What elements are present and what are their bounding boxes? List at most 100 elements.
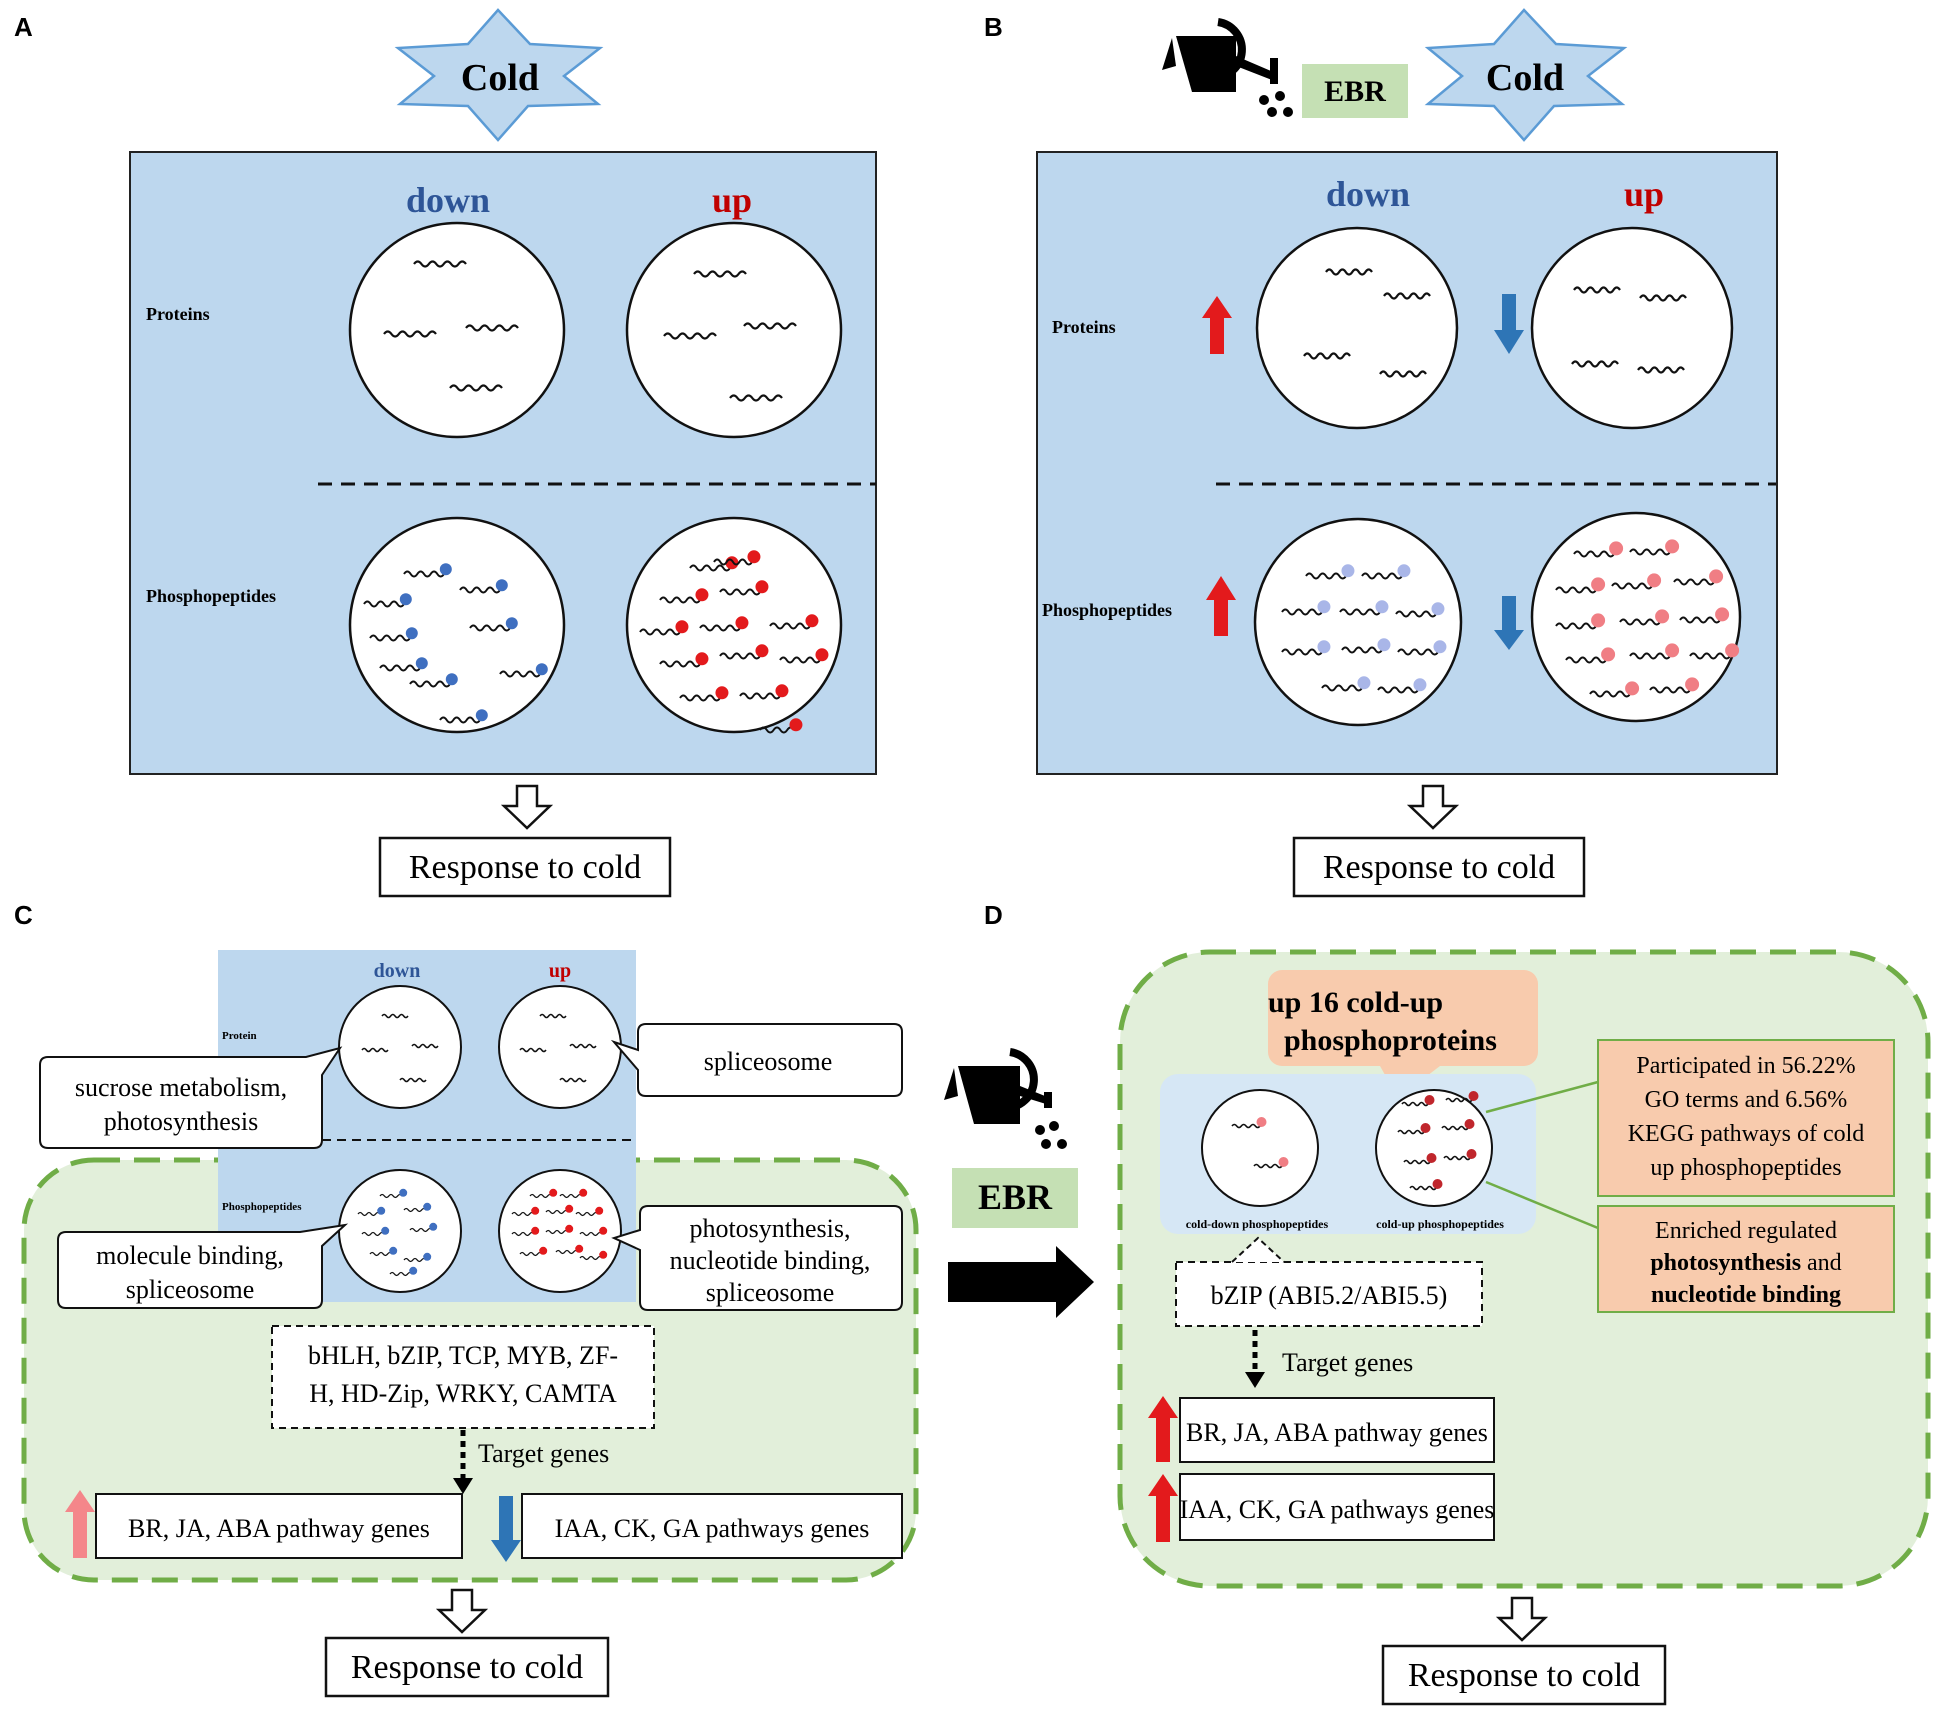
peptide-squiggle — [545, 1209, 569, 1215]
tf-line1-c: bHLH, bZIP, TCP, MYB, ZF- — [308, 1341, 618, 1370]
phosphopeptides-label-c: Phosphopeptides — [222, 1201, 302, 1213]
response-label-b: Response to cold — [1323, 849, 1555, 886]
squiggles-c-protein-down — [361, 1013, 439, 1083]
phospho-dot — [423, 1252, 432, 1261]
peptide-squiggle — [511, 1211, 535, 1217]
gene1-box-d — [1179, 1397, 1495, 1463]
peptide-squiggle — [759, 726, 795, 734]
phospho-dot — [381, 1226, 390, 1235]
response-box-b — [1292, 836, 1586, 898]
peptide-squiggle — [403, 1257, 427, 1263]
peptide-squiggle — [381, 1013, 409, 1019]
peptide-squiggle — [511, 1231, 535, 1237]
panel-c: C down up Protein Phosphopeptides sucros… — [14, 900, 919, 1698]
down-phospho-circle-a — [348, 516, 566, 734]
up-arrow-icon — [1148, 1396, 1178, 1462]
hollow-arrow-d — [1495, 1596, 1549, 1642]
gene2-label-d: IAA, CK, GA pathways genes — [1180, 1495, 1495, 1524]
response-label-c: Response to cold — [351, 1649, 583, 1686]
phospho-dot — [505, 617, 518, 630]
peptide-squiggle — [779, 656, 821, 664]
peptide-squiggle — [361, 1231, 385, 1237]
enriched-line1: Enriched regulated — [1655, 1218, 1837, 1244]
phospho-dot — [805, 614, 819, 628]
peptide-squiggle — [559, 1193, 583, 1199]
enriched-box-d — [1597, 1205, 1895, 1313]
down-label-c: down — [374, 960, 421, 982]
phospho-dot — [1601, 647, 1616, 662]
peptide-squiggle — [559, 1077, 587, 1083]
peptide-squiggle — [575, 1211, 599, 1217]
callout-spliceosome: spliceosome — [610, 1023, 903, 1097]
peptide-squiggle — [689, 564, 731, 572]
peptide-squiggle — [519, 1251, 543, 1257]
cold-down-label-d: cold-down phosphopeptides — [1186, 1217, 1329, 1231]
peptide-squiggle — [1395, 610, 1437, 618]
cold-up-circle-d — [1375, 1089, 1493, 1207]
target-genes-c: Target genes — [478, 1439, 609, 1468]
peptide-squiggle — [1629, 548, 1671, 556]
response-label-d: Response to cold — [1408, 1657, 1640, 1694]
phospho-dot — [755, 644, 769, 658]
phospho-dot — [1256, 1117, 1267, 1127]
phospho-dot — [1420, 1123, 1431, 1133]
participated-line2: GO terms and 6.56% — [1645, 1087, 1848, 1113]
phospho-dot — [495, 579, 508, 592]
proteins-label-b: Proteins — [1052, 317, 1116, 337]
peptide-squiggle — [569, 1043, 597, 1049]
peptide-squiggle — [1637, 366, 1685, 374]
participated-box-d — [1597, 1039, 1895, 1197]
peptide-squiggle — [1281, 608, 1323, 616]
peptide-squiggle — [1397, 648, 1439, 656]
peptide-squiggle — [403, 1207, 427, 1213]
peptide-squiggle — [465, 324, 519, 332]
callout-spliceosome-text: spliceosome — [704, 1047, 833, 1076]
big-right-arrow — [948, 1246, 1094, 1318]
up-arrow-icon — [1206, 576, 1236, 636]
down-proteins-circle-c — [338, 985, 462, 1109]
down-label-b: down — [1326, 174, 1410, 214]
phospho-dot — [1377, 638, 1391, 652]
proteins-label-a: Proteins — [146, 304, 210, 324]
peptide-squiggle — [529, 1193, 553, 1199]
cold-star-a: Cold — [394, 8, 604, 142]
down-proteins-circle-a — [348, 221, 566, 439]
connector-enriched — [1485, 1180, 1599, 1230]
peptide-squiggle — [1679, 616, 1721, 624]
peptide-squiggle — [413, 260, 467, 268]
callout-molecule-line2: spliceosome — [126, 1275, 255, 1304]
phospho-dot — [415, 657, 428, 670]
peptide-squiggle — [1649, 686, 1691, 694]
enriched-line2: photosynthesis and — [1650, 1250, 1841, 1276]
gene2-box-d — [1179, 1473, 1495, 1541]
phospho-dot — [539, 1246, 548, 1255]
peptide-squiggle — [639, 628, 681, 636]
peptide-squiggle — [555, 1249, 579, 1255]
phospho-dot — [1709, 569, 1724, 584]
callout-molecule: molecule binding, spliceosome — [57, 1223, 349, 1309]
peptide-squiggle — [439, 716, 481, 724]
phospho-dot — [405, 627, 418, 640]
phospho-dot — [1278, 1157, 1289, 1167]
peptide-squiggle — [357, 1211, 381, 1217]
middle-ebr: EBR — [944, 1048, 1094, 1318]
up-label-b: up — [1624, 174, 1664, 214]
peptide-squiggle — [1639, 294, 1687, 302]
peptide-squiggle — [1303, 352, 1351, 360]
phospho-dot — [429, 1222, 438, 1231]
phospho-dot — [1609, 541, 1624, 556]
peptide-squiggle — [1383, 292, 1431, 300]
phospho-dot — [531, 1206, 540, 1215]
phospho-dot — [475, 709, 488, 722]
peptide-squiggle — [459, 586, 501, 594]
phospho-dot — [725, 556, 739, 570]
participated-line3: KEGG pathways of cold — [1628, 1121, 1865, 1147]
phospho-dot — [755, 580, 769, 594]
hollow-arrow-b — [1406, 784, 1460, 830]
phospho-dot — [1665, 539, 1680, 554]
peptide-squiggle — [1571, 360, 1619, 368]
gene-up-label-c: BR, JA, ABA pathway genes — [128, 1514, 430, 1543]
phospho-dot — [377, 1206, 386, 1215]
up-phospho-circle-c — [498, 1169, 622, 1293]
tf-box-c — [271, 1325, 655, 1429]
